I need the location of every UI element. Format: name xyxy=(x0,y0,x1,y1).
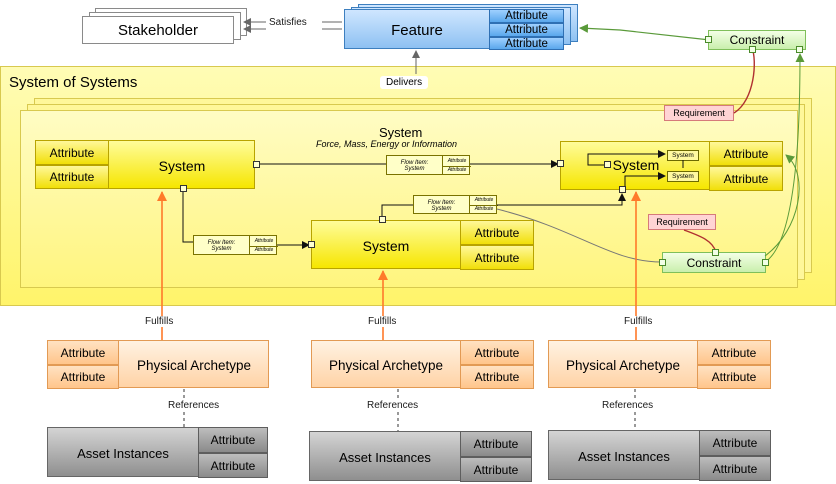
physical-archetype-2[interactable]: Physical Archetype Attribute Attribute xyxy=(311,340,534,389)
satisfies-label: Satisfies xyxy=(269,17,307,28)
system-left-attribute-1: Attribute xyxy=(35,140,109,165)
fulfills-label-3: Fulfills xyxy=(624,316,653,327)
constraint-to-feature-link xyxy=(579,23,711,41)
flow-item-left-attribute-1: Attribute xyxy=(249,236,278,247)
system-of-systems-title: System of Systems xyxy=(9,74,138,91)
asset-instances-2-attribute-2: Attribute xyxy=(460,457,532,482)
physical-archetype-3[interactable]: Physical Archetype Attribute Attribute xyxy=(548,340,771,389)
subsystem-2: System xyxy=(667,171,699,182)
flow-item-top-line1: Flow Item: xyxy=(400,160,429,166)
system-middle[interactable]: System Attribute Attribute xyxy=(311,220,534,270)
physical-archetype-2-label: Physical Archetype xyxy=(328,357,444,373)
port-right-system-left xyxy=(557,160,564,167)
flow-item-top[interactable]: Flow Item: System Attribute Attribute xyxy=(386,155,471,176)
physical-archetype-1-label: Physical Archetype xyxy=(136,357,252,373)
asset-instances-1-attribute-2: Attribute xyxy=(198,453,268,478)
fulfills-label-2: Fulfills xyxy=(368,316,397,327)
feature-label: Feature xyxy=(391,21,443,39)
port-constraint-inner-top xyxy=(712,249,719,256)
constraint-inner-to-top-constraint xyxy=(764,53,805,263)
flow-item-lower[interactable]: Flow Item: System Attribute Attribute xyxy=(413,195,498,215)
asset-instances-3[interactable]: Asset Instances Attribute Attribute xyxy=(548,430,771,481)
asset-instances-1-attribute-1: Attribute xyxy=(198,427,268,453)
port-left-system-right xyxy=(253,161,260,168)
flow-item-left-attribute-2: Attribute xyxy=(249,246,278,255)
flow-item-left[interactable]: Flow Item: System Attribute Attribute xyxy=(193,235,278,256)
asset-instances-1-label: Asset Instances xyxy=(77,445,169,461)
port-constraint-inner-right xyxy=(762,259,769,266)
system-right-attribute-2: Attribute xyxy=(709,166,783,191)
flow-item-left-line2: System xyxy=(211,246,232,252)
flow-item-top-attribute-1: Attribute xyxy=(442,156,471,167)
physical-archetype-1-attribute-2: Attribute xyxy=(47,365,119,389)
constraint-inner-to-right-system xyxy=(764,154,800,257)
requirement-top[interactable]: Requirement xyxy=(664,105,734,121)
feature-attribute-3: Attribute xyxy=(489,37,564,50)
asset-instances-1[interactable]: Asset Instances Attribute Attribute xyxy=(47,427,268,478)
port-right-system-bottom xyxy=(619,186,626,193)
feature-attribute-1: Attribute xyxy=(489,9,564,23)
references-label-3: References xyxy=(602,400,654,411)
physical-archetype-1-attribute-1: Attribute xyxy=(47,340,119,365)
stakeholder-box[interactable]: Stakeholder xyxy=(82,16,234,44)
references-label-2: References xyxy=(367,400,419,411)
asset-instances-3-attribute-1: Attribute xyxy=(699,430,771,456)
constraint-top[interactable]: Constraint xyxy=(708,30,806,50)
physical-archetype-2-attribute-2: Attribute xyxy=(460,365,534,389)
flow-item-top-attribute-2: Attribute xyxy=(442,166,471,175)
satisfies-arrows xyxy=(243,18,342,33)
physical-archetype-3-label: Physical Archetype xyxy=(565,357,681,373)
port-constraint-top-left xyxy=(705,36,712,43)
feature-box[interactable]: Feature Attribute Attribute Attribute xyxy=(344,9,564,50)
port-middle-system-left xyxy=(308,241,315,248)
fulfills-label-1: Fulfills xyxy=(145,316,174,327)
port-left-system-bottom xyxy=(180,185,187,192)
flow-item-left-line1: Flow Item: xyxy=(207,240,236,246)
flow-item-lower-attribute-1: Attribute xyxy=(469,196,498,206)
asset-instances-2[interactable]: Asset Instances Attribute Attribute xyxy=(309,431,532,482)
physical-archetype-3-attribute-1: Attribute xyxy=(697,340,771,365)
asset-instances-2-attribute-1: Attribute xyxy=(460,431,532,457)
flow-connectors xyxy=(182,150,684,249)
asset-instances-2-label: Asset Instances xyxy=(339,449,431,465)
flow-item-lower-line2: System xyxy=(431,205,452,212)
delivers-label: Delivers xyxy=(380,76,429,89)
asset-instances-3-label: Asset Instances xyxy=(578,448,670,464)
flow-item-left-name: Flow Item: System xyxy=(194,236,249,256)
port-constraint-top-right xyxy=(796,46,803,53)
system-left-attribute-2: Attribute xyxy=(35,165,109,189)
system-right-label: System xyxy=(612,156,660,173)
system-left[interactable]: Attribute Attribute System xyxy=(35,140,255,189)
fulfills-arrows xyxy=(157,191,641,340)
flow-item-lower-attribute-2: Attribute xyxy=(469,205,498,214)
stakeholder-label: Stakeholder xyxy=(117,21,199,39)
system-left-label: System xyxy=(158,157,206,174)
flow-item-top-line2: System xyxy=(404,166,425,172)
feature-attribute-2: Attribute xyxy=(489,23,564,37)
port-right-system-inner xyxy=(604,161,611,168)
system-middle-attribute-1: Attribute xyxy=(460,220,534,245)
flow-item-top-name: Flow Item: System xyxy=(387,156,442,176)
system-frame-header: System xyxy=(379,125,423,140)
references-label-1: References xyxy=(168,400,220,411)
physical-archetype-2-attribute-1: Attribute xyxy=(460,340,534,365)
physical-archetype-3-attribute-2: Attribute xyxy=(697,365,771,389)
physical-archetype-1[interactable]: Attribute Attribute Physical Archetype xyxy=(47,340,269,389)
requirement-inner[interactable]: Requirement xyxy=(648,214,716,230)
flow-item-lower-name: Flow Item: System xyxy=(414,196,469,215)
references-lines xyxy=(183,389,636,431)
flow-item-lower-line1: Flow Item: xyxy=(427,199,456,206)
asset-instances-3-attribute-2: Attribute xyxy=(699,456,771,481)
flow-lower-to-constraint-inner xyxy=(496,208,663,263)
port-constraint-top-mid xyxy=(749,46,756,53)
requirement-top-link xyxy=(733,47,755,114)
system-middle-attribute-2: Attribute xyxy=(460,245,534,270)
port-constraint-inner-left xyxy=(659,259,666,266)
port-middle-system-top xyxy=(379,216,386,223)
system-right-attribute-1: Attribute xyxy=(709,141,783,166)
system-middle-label: System xyxy=(362,237,410,254)
system-frame-subheader: Force, Mass, Energy or Information xyxy=(316,139,458,149)
